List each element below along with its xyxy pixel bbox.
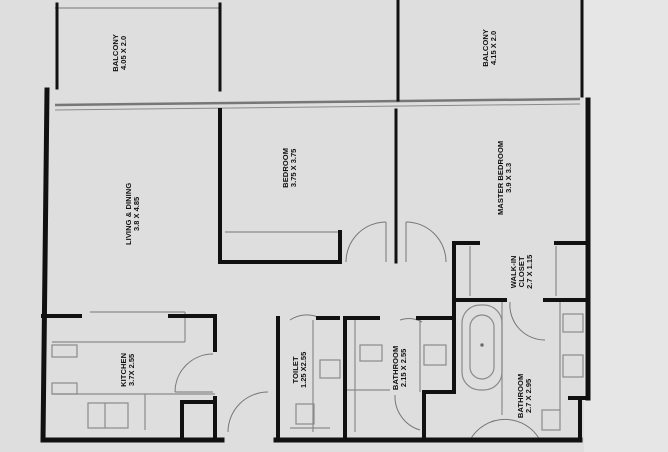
room-label-bedroom: BEDROOM 3.75 X 3.75 <box>281 138 298 198</box>
room-label-master-bedroom: MASTER BEDROOM 3.9 X 3.3 <box>496 128 513 228</box>
room-dimensions: 3.8 X 4.85 <box>132 196 141 231</box>
room-label-bathroom-1: BATHROOM 2.15 X 2.55 <box>391 333 408 403</box>
room-dimensions: 3.7X 2.55 <box>127 353 136 386</box>
room-label-balcony-right: BALCONY 4.15 X 2.0 <box>481 18 498 78</box>
room-label-balcony-left: BALCONY 4.05 X 2.0 <box>111 23 128 83</box>
room-dimensions: 3.9 X 3.3 <box>504 162 513 193</box>
walls <box>40 0 591 443</box>
room-dimensions: 4.15 X 2.0 <box>489 30 498 65</box>
room-dimensions: 2.7 X 1.15 <box>524 254 534 289</box>
room-label-kitchen: KITCHEN 3.7X 2.55 <box>119 340 136 400</box>
page-margin <box>584 0 668 452</box>
room-dimensions: 1.25 X2.55 <box>299 351 308 389</box>
room-label-bathroom-2: BATHROOM 2.7 X 2.95 <box>516 361 533 431</box>
room-dimensions: 2.15 X 2.55 <box>399 348 408 388</box>
door-swings <box>174 221 546 441</box>
room-label-living-dining: LIVING & DINING 3.8 X 4.85 <box>124 169 141 259</box>
room-dimensions: 3.75 X 3.75 <box>289 148 298 188</box>
room-dimensions: 2.7 X 2.95 <box>524 378 533 413</box>
room-label-toilet: TOILET 1.25 X2.55 <box>291 340 308 400</box>
fixtures <box>51 7 584 432</box>
room-label-walk-in-closet: WALK-IN CLOSET 2.7 X 1.15 <box>509 242 534 302</box>
room-dimensions: 4.05 X 2.0 <box>119 35 128 70</box>
